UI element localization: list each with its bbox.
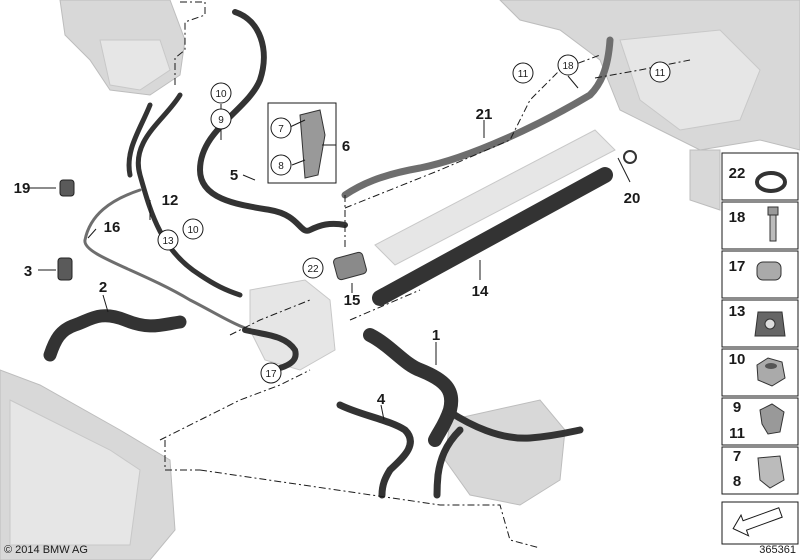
svg-text:17: 17 <box>265 369 277 380</box>
legend-item-22: 22 <box>721 152 799 201</box>
callout-circle-17: 17 <box>260 362 282 384</box>
hose-12 <box>135 92 243 298</box>
callout-3: 3 <box>24 263 32 280</box>
legend-item-7-8: 7 8 <box>721 446 799 495</box>
callout-4: 4 <box>377 391 386 408</box>
legend-item-13: 13 <box>721 299 799 348</box>
svg-text:7: 7 <box>278 124 284 135</box>
nut-icon <box>756 357 786 387</box>
diagram-number: 365361 <box>759 544 796 556</box>
callout-circle-22: 22 <box>302 257 324 279</box>
callout-2: 2 <box>99 279 107 296</box>
legend-label-18: 18 <box>729 209 746 226</box>
legend-label-13: 13 <box>729 303 746 320</box>
callout-circle-13: 13 <box>157 229 179 251</box>
legend-label-7: 7 <box>733 448 741 465</box>
svg-text:10: 10 <box>187 225 199 236</box>
bracket-6 <box>299 109 326 179</box>
callout-circle-18: 18 <box>557 54 579 76</box>
clamp-icon <box>756 261 782 281</box>
callout-labels: 1 2 3 4 5 6 12 14 15 16 19 20 21 <box>14 106 641 408</box>
callout-circle-9: 9 <box>210 108 232 130</box>
callout-circle-7: 7 <box>270 117 292 139</box>
legend-item-9-11: 9 11 <box>721 397 799 446</box>
svg-text:11: 11 <box>518 69 529 80</box>
legend-label-10: 10 <box>729 351 746 368</box>
callout-1: 1 <box>432 327 440 344</box>
svg-text:8: 8 <box>278 161 284 172</box>
leader-lines <box>28 75 631 421</box>
legend-arrow-box <box>721 501 799 545</box>
pipe-17 <box>242 327 299 371</box>
legend-item-10: 10 <box>721 348 799 397</box>
legend-item-17: 17 <box>721 250 799 299</box>
legend-label-8: 8 <box>733 473 741 490</box>
parts-legend: 22 18 17 13 10 9 11 <box>721 152 799 545</box>
sensor-3 <box>57 257 73 281</box>
callout-box-7-8 <box>267 102 337 184</box>
fuel-rail <box>374 129 616 266</box>
svg-text:9: 9 <box>218 115 224 126</box>
callout-21: 21 <box>476 106 493 123</box>
callout-15: 15 <box>344 292 361 309</box>
copyright: © 2014 BMW AG <box>4 544 88 556</box>
callout-6: 6 <box>342 138 350 155</box>
hose-12-branch <box>126 102 153 178</box>
svg-text:18: 18 <box>562 61 574 72</box>
sensor-19 <box>59 179 75 197</box>
hose-clip-icon <box>759 403 785 435</box>
hose-lines <box>43 9 637 499</box>
callout-5: 5 <box>230 167 238 184</box>
legend-label-11: 11 <box>729 425 745 442</box>
pipe-21 <box>341 36 614 199</box>
hose-1-branch <box>446 408 584 442</box>
callout-circle-11-right: 11 <box>649 61 671 83</box>
callout-14: 14 <box>472 283 489 300</box>
hose-4-branch <box>433 426 464 499</box>
svg-text:22: 22 <box>307 264 319 275</box>
svg-text:11: 11 <box>655 68 666 79</box>
callout-circle-11-left: 11 <box>512 62 534 84</box>
pipe-14 <box>372 167 613 306</box>
legend-label-17: 17 <box>729 258 746 275</box>
filter-15 <box>333 251 367 281</box>
callout-20: 20 <box>624 190 641 207</box>
callout-16: 16 <box>104 219 121 236</box>
arrow-icon <box>732 507 783 537</box>
callout-19: 19 <box>14 180 31 197</box>
line-16 <box>83 188 272 337</box>
legend-label-9: 9 <box>733 399 741 416</box>
legend-label-22: 22 <box>729 165 746 182</box>
callout-circle-10-top: 10 <box>210 82 232 104</box>
o-ring-icon <box>755 171 787 193</box>
bolt-icon <box>767 206 779 216</box>
hose-1 <box>363 328 459 447</box>
svg-text:13: 13 <box>162 236 174 247</box>
hose-4 <box>336 401 414 499</box>
callout-circle-10-mid: 10 <box>182 218 204 240</box>
hose-2 <box>43 309 187 362</box>
callout-12: 12 <box>162 192 179 209</box>
legend-item-18: 18 <box>721 201 799 250</box>
callout-circle-8: 8 <box>270 154 292 176</box>
circled-callouts: 7 8 9 10 10 11 11 13 17 18 22 <box>157 54 671 384</box>
hose-5 <box>197 9 348 234</box>
bracket-clip-icon <box>757 455 785 489</box>
ring-20 <box>623 150 637 164</box>
svg-text:10: 10 <box>215 89 227 100</box>
